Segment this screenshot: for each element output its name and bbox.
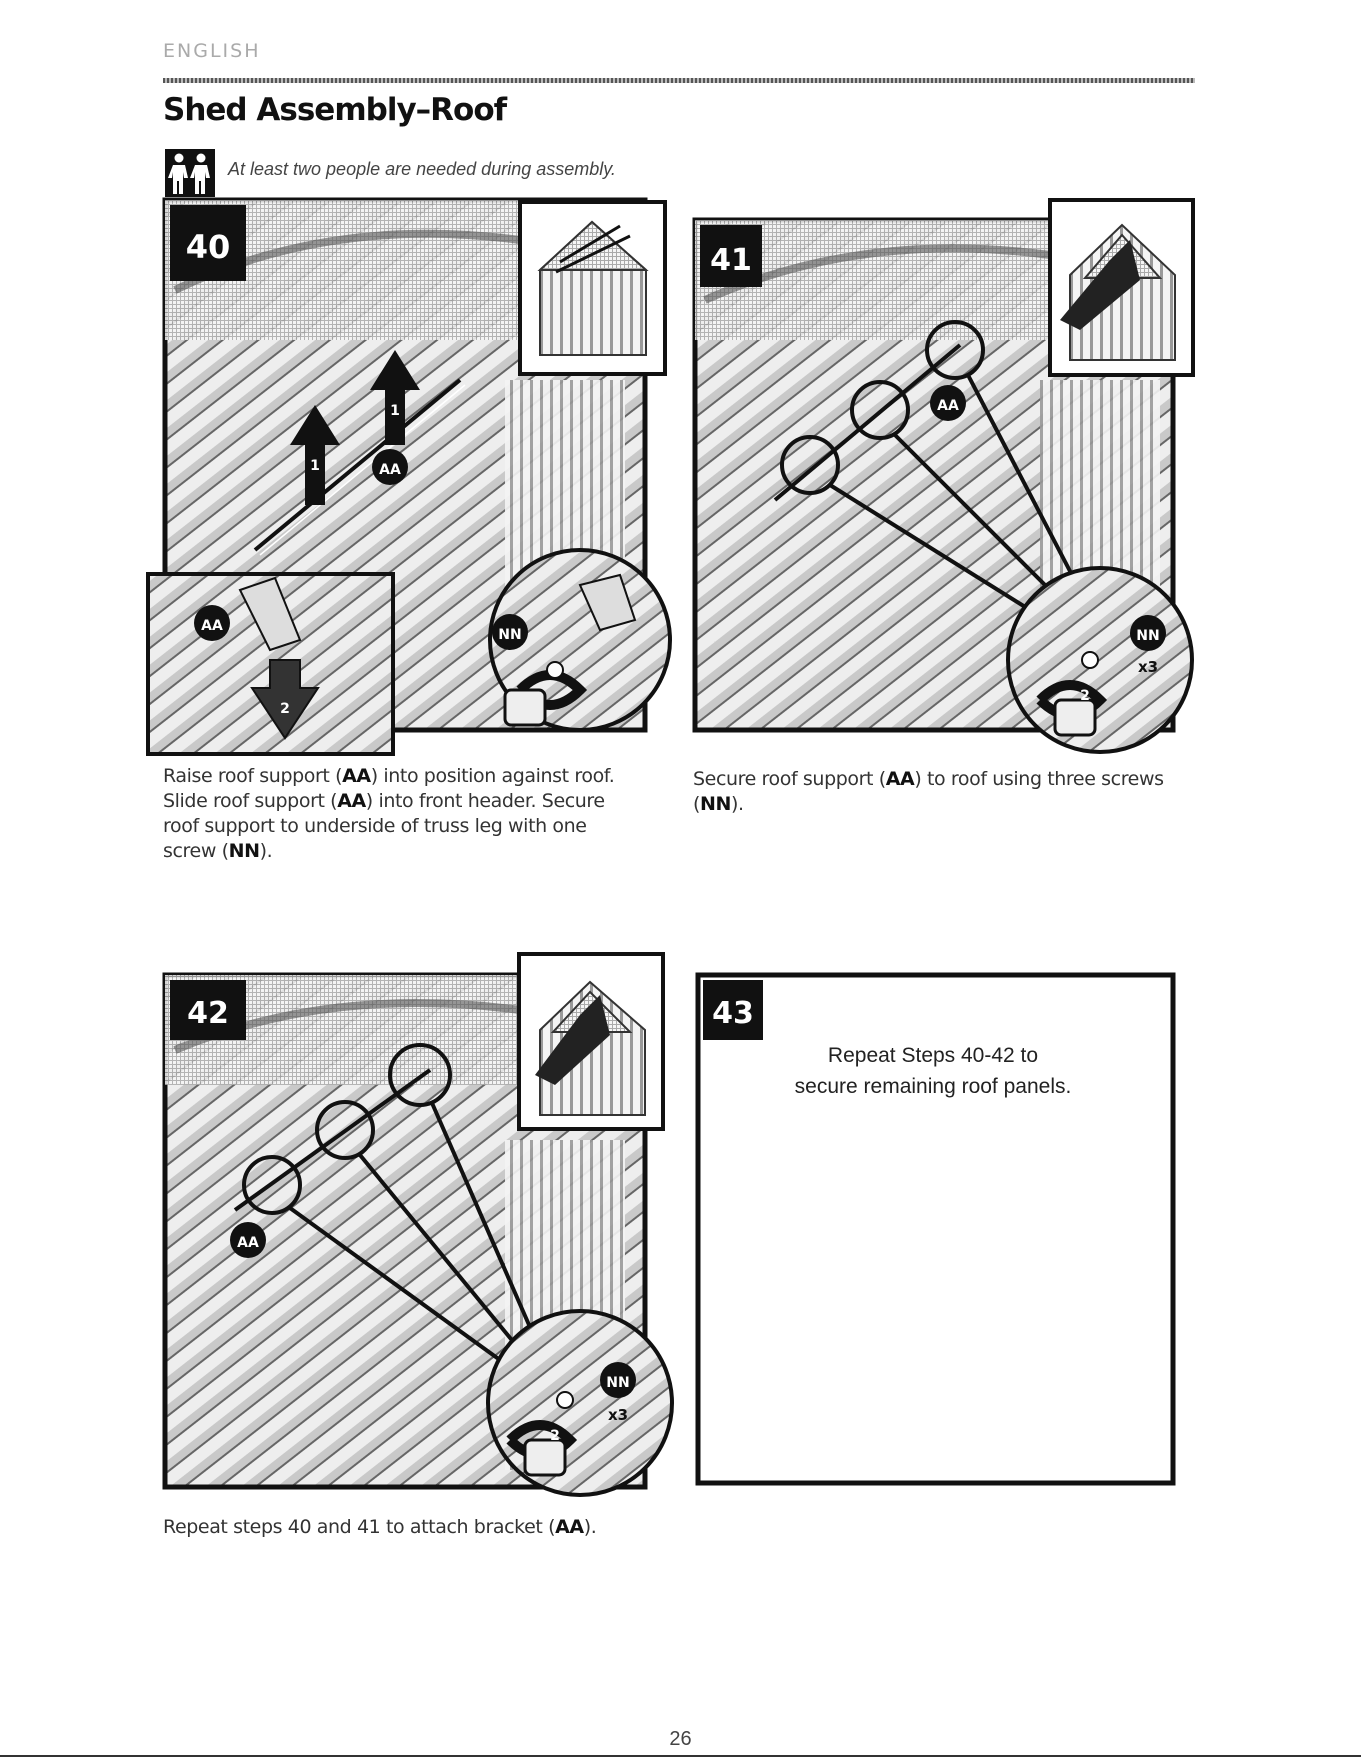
header-rule [163,78,1195,83]
step-42-arrow-label: 2 [550,1428,560,1444]
step-41-illustration [692,198,1195,754]
step-41-caption: Secure roof support (AA) to roof using t… [693,768,1164,815]
step-43-line-1: Repeat Steps 40-42 to [827,1044,1039,1067]
step-40-arrow-label-2: 2 [280,701,290,717]
bottom-rule [0,1755,1361,1757]
step-43-text: Repeat Steps 40-42 to secure remaining r… [693,1040,1173,1102]
step-42-callout-nn: NN [606,1375,629,1391]
step-40-number: 40 [186,228,231,266]
page-number: 26 [669,1728,692,1750]
step-40-caption: Raise roof support (AA) into position ag… [163,765,615,862]
step-43-number: 43 [712,996,754,1031]
step-40-callout-nn: NN [498,627,521,643]
step-40-arrow-label-1b: 1 [390,403,400,419]
step-40-illustration [146,197,672,756]
step-43-panel [695,972,1176,1486]
page-title: Shed Assembly–Roof [163,92,507,128]
step-41-number: 41 [710,243,752,278]
step-41-callout-aa: AA [937,398,959,414]
step-40-callout-aa: AA [379,462,401,478]
step-41-arrow-label: 2 [1080,688,1090,704]
step-40-inset-callout-aa: AA [201,618,223,634]
warning-text: At least two people are needed during as… [228,159,616,179]
two-people-icon [165,149,215,197]
step-41-callout-nn: NN [1136,628,1159,644]
step-40-arrow-label-1a: 1 [310,458,320,474]
step-41-quantity: x3 [1138,658,1158,676]
step-42-callout-aa: AA [237,1235,259,1251]
step-43-line-2: secure remaining roof panels. [794,1075,1072,1098]
language-label: ENGLISH [163,40,261,62]
step-42-number: 42 [187,996,229,1031]
step-42-caption: Repeat steps 40 and 41 to attach bracket… [163,1516,597,1538]
step-42-quantity: x3 [608,1406,628,1424]
